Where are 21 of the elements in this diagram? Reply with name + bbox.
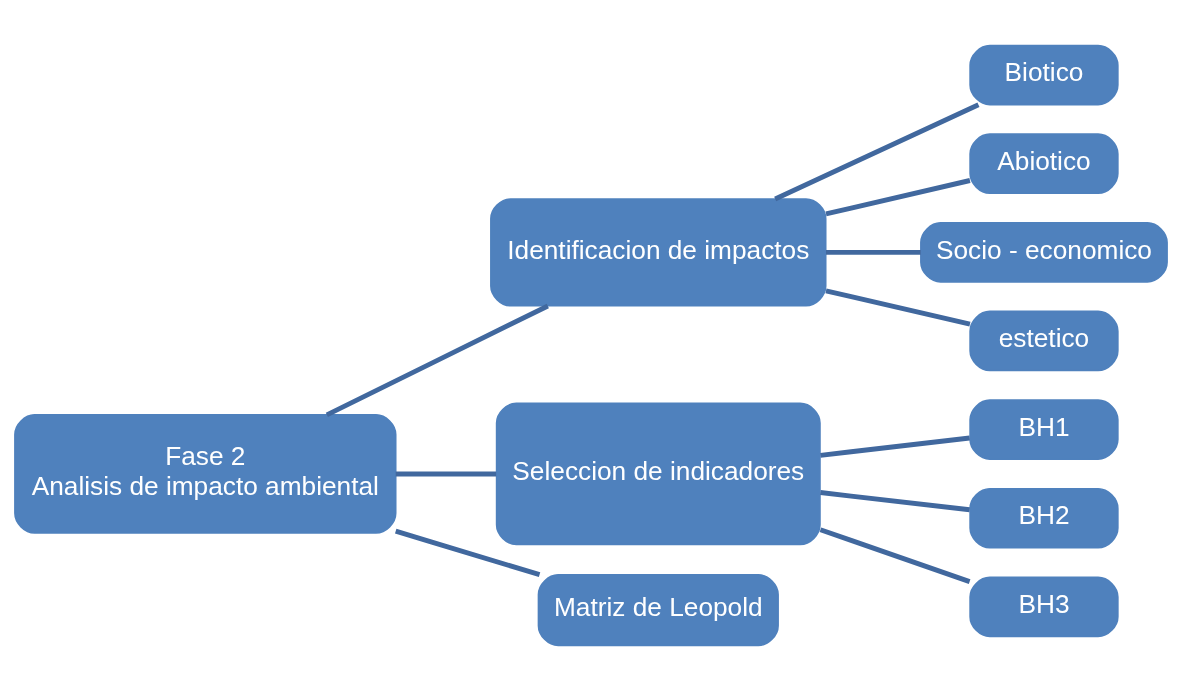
connector <box>395 528 541 577</box>
node-box: Biotico <box>969 44 1119 105</box>
connector <box>825 177 971 216</box>
connector <box>820 435 970 458</box>
node-box: Socio - economico <box>920 221 1168 283</box>
node-box: Fase 2 Analisis de impacto ambiental <box>14 413 397 534</box>
node-box: BH2 <box>969 487 1119 549</box>
connector <box>395 470 497 476</box>
node-box: Matriz de Leopold <box>537 573 779 646</box>
connector <box>325 303 549 417</box>
connector <box>774 102 980 201</box>
connector <box>826 249 921 255</box>
node-box: BH1 <box>969 398 1119 460</box>
node-box: Identificacion de impactos <box>490 197 827 306</box>
connector <box>820 489 970 512</box>
node-box: Seleccion de indicadores <box>495 402 821 545</box>
node-box: estetico <box>969 310 1119 371</box>
node-box: Abiotico <box>969 132 1119 194</box>
connector <box>819 526 971 584</box>
node-box: BH3 <box>969 576 1119 637</box>
connector <box>825 287 971 327</box>
